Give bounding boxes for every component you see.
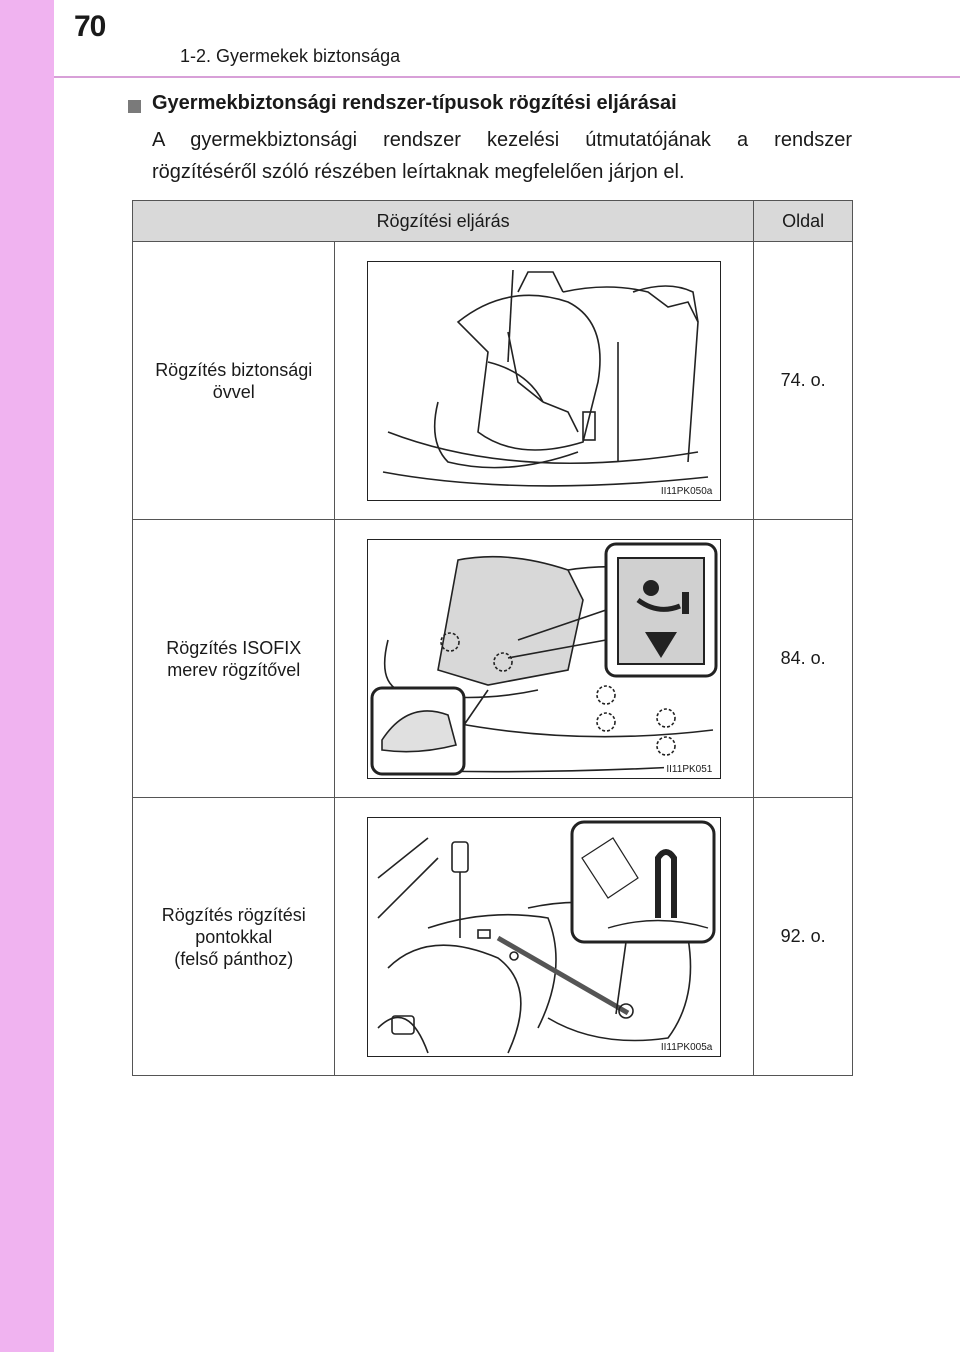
figure-cell: II11PK005a	[334, 797, 755, 1076]
table-header-row: Rögzítési eljárás Oldal	[131, 200, 853, 242]
header-method: Rögzítési eljárás	[131, 200, 755, 242]
page-ref-cell: 84. o.	[753, 519, 853, 798]
body-line-1: A gyermekbiztonsági rendszer kezelési út…	[152, 129, 852, 151]
page-reference: 92. o.	[780, 926, 826, 946]
table-row: Rögzítés biztonsági övvel	[131, 241, 853, 520]
method-label: Rögzítés biztonsági övvel	[155, 359, 313, 402]
body-line-2: rögzítéséről szóló részében leírtaknak m…	[152, 161, 685, 183]
seatbelt-figure: II11PK050a	[367, 260, 722, 501]
isofix-figure: II11PK051	[367, 538, 722, 779]
method-cell: Rögzítés rögzítési pontokkal (felső pánt…	[131, 797, 336, 1076]
square-bullet-icon	[128, 100, 141, 113]
header-page: Oldal	[753, 200, 853, 242]
procedure-table: Rögzítési eljárás Oldal Rögzítés biztons…	[131, 200, 853, 1076]
table-row: Rögzítés ISOFIX merev rögzítővel	[131, 519, 853, 798]
section-body: A gyermekbiztonsági rendszer kezelési út…	[152, 124, 852, 188]
header-rule	[54, 76, 960, 78]
method-cell: Rögzítés ISOFIX merev rögzítővel	[131, 519, 336, 798]
section-heading: Gyermekbiztonsági rendszer-típusok rögzí…	[152, 92, 677, 114]
page-reference: 74. o.	[780, 370, 826, 390]
page-ref-cell: 74. o.	[753, 241, 853, 520]
method-label: Rögzítés rögzítési pontokkal (felső pánt…	[161, 904, 306, 969]
figure-code: II11PK051	[664, 763, 715, 775]
side-color-band	[0, 0, 54, 1352]
figure-code: II11PK050a	[658, 485, 715, 497]
page-number: 70	[74, 10, 106, 43]
figure-code: II11PK005a	[658, 1041, 715, 1053]
figure-cell: II11PK051	[334, 519, 755, 798]
seatbelt-illustration	[383, 269, 709, 487]
page-ref-cell: 92. o.	[753, 797, 853, 1076]
tether-figure: II11PK005a	[367, 816, 722, 1057]
tether-illustration	[377, 820, 716, 1053]
page-reference: 84. o.	[780, 648, 826, 668]
method-label: Rögzítés ISOFIX merev rögzítővel	[166, 637, 302, 680]
chapter-title: 1-2. Gyermekek biztonsága	[180, 46, 401, 66]
table-row: Rögzítés rögzítési pontokkal (felső pánt…	[131, 797, 853, 1076]
figure-cell: II11PK050a	[334, 241, 755, 520]
method-cell: Rögzítés biztonsági övvel	[131, 241, 336, 520]
isofix-illustration	[370, 542, 718, 775]
